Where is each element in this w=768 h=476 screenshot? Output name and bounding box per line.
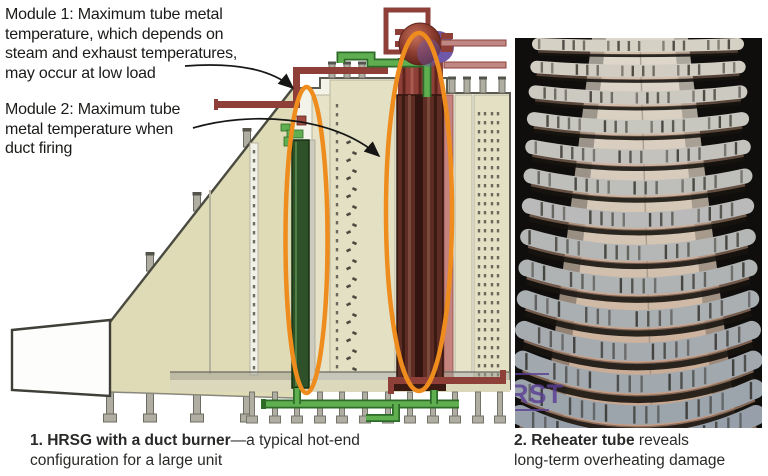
- annotation-module2: Module 2: Maximum tube metal temperature…: [5, 100, 225, 159]
- drum-stub: [441, 33, 453, 39]
- tube-fins: [515, 38, 762, 428]
- annotation-module1-line: may occur at low load: [5, 64, 156, 82]
- caption-figure2: 2. Reheater tube reveals long-term overh…: [514, 431, 768, 471]
- annotation-module2-line: Module 2: Maximum tube: [5, 101, 181, 118]
- caption-figure2-lead: 2. Reheater tube: [514, 432, 635, 449]
- bottom-piping: [261, 370, 506, 422]
- module2-highlight-ellipse: [383, 30, 455, 394]
- annotation-module1: Module 1: Maximum tube metal temperature…: [5, 5, 245, 83]
- hrsg-diagram: [10, 7, 511, 424]
- caption-figure2-line2: long-term overheating damage: [514, 452, 726, 469]
- caption-figure1: 1. HRSG with a duct burner—a typical hot…: [30, 431, 470, 471]
- annotation-module1-line: Module 1: Maximum tube metal: [5, 6, 223, 23]
- module1-tube: [291, 139, 310, 389]
- lower-header-band: [170, 372, 510, 380]
- module2-assembly: [394, 58, 446, 391]
- annotation-module1-line: steam and exhaust temperatures,: [5, 45, 238, 62]
- drum-stub: [441, 46, 453, 52]
- outlet-pipe-2: [443, 61, 507, 69]
- annotation-module2-line: metal temperature when: [5, 120, 174, 138]
- reheater-photo: RST: [509, 38, 762, 428]
- caption-figure1-rest: —a typical hot-end: [230, 432, 360, 449]
- annotation-module2-line: duct firing: [5, 140, 73, 157]
- module1-leader-arrow: [184, 64, 295, 90]
- transition-duct: [110, 88, 293, 398]
- inlet-duct: [10, 318, 112, 398]
- caption-figure1-lead: 1. HRSG with a duct burner: [30, 432, 231, 449]
- casing-outline: [293, 77, 511, 390]
- watermark: RST: [509, 379, 564, 409]
- transition-duct-roof: [109, 87, 294, 323]
- outlet-pipe-1: [440, 39, 507, 47]
- module1-highlight-ellipse: [283, 84, 330, 396]
- module2-leader-arrow: [192, 117, 381, 158]
- caption-figure1-line2: configuration for a large unit: [30, 452, 223, 469]
- steam-pipe-green-top-core: [338, 53, 430, 97]
- annotation-module1-line: temperature, which depends on: [5, 25, 224, 43]
- drum-stub: [395, 29, 404, 35]
- transition-duct-floor: [109, 391, 294, 399]
- support-columns-left: [103, 128, 254, 423]
- caption-figure2-rest: reveals: [634, 432, 689, 449]
